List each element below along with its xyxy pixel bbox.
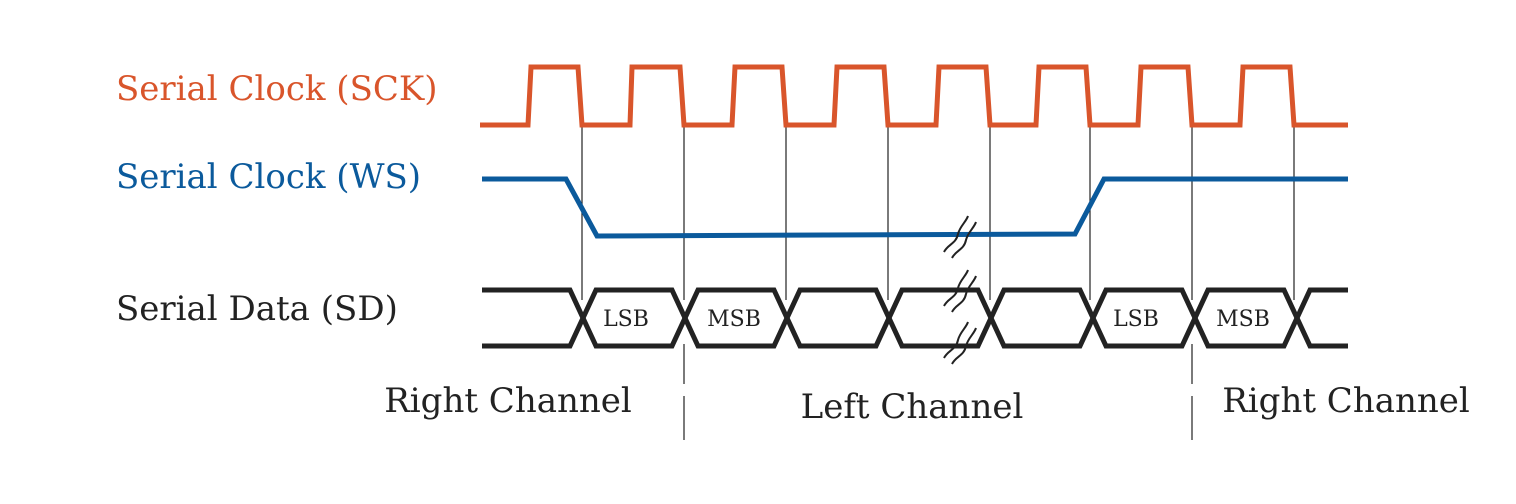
channel-label-left: Left Channel [801, 387, 1024, 427]
ws-label: Serial Clock (WS) [116, 157, 421, 197]
edge-guides [581, 126, 1295, 300]
bit-label-lsb-1: LSB [603, 307, 649, 332]
sd-waveform [482, 287, 1348, 349]
sd-label: Serial Data (SD) [116, 289, 398, 329]
sck-label: Serial Clock (SCK) [116, 69, 438, 109]
channel-label-right-2: Right Channel [1222, 381, 1470, 421]
sck-waveform [480, 64, 1348, 128]
time-break-marks [943, 215, 977, 365]
bit-label-lsb-2: LSB [1113, 307, 1159, 332]
channel-label-right-1: Right Channel [384, 381, 632, 421]
ws-waveform [482, 176, 1348, 239]
bit-label-msb-1: MSB [707, 307, 761, 332]
bit-label-msb-2: MSB [1216, 307, 1270, 332]
